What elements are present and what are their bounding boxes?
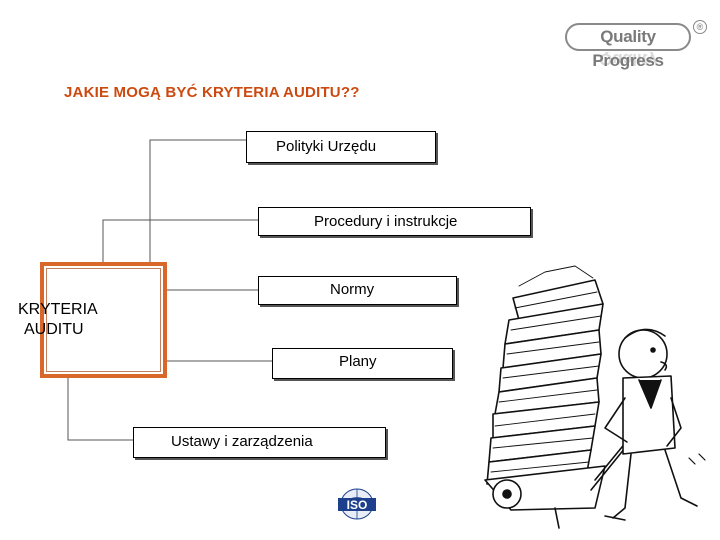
quality-progress-logo: Quality Progress Quality Progress ® [560,16,710,70]
criteria-label: Procedury i instrukcje [314,213,458,230]
criteria-box-ustawy: Ustawy i zarządzenia [133,427,386,458]
iso-logo-text: ISO [347,498,368,512]
connector-procedury [102,219,258,262]
iso-logo: ISO [336,487,378,521]
logo-text: Quality Progress [565,23,691,70]
criteria-main-label: KRYTERIA AUDITU [14,300,124,340]
criteria-label: Polityki Urzędu [276,138,377,155]
criteria-main-box [40,262,167,378]
man-with-paper-wheelbarrow-illustration [484,265,706,529]
main-label-line1: KRYTERIA [18,301,98,318]
criteria-box-normy: Normy [258,276,457,305]
registered-mark: ® [693,20,707,34]
connector-polityki [149,139,260,262]
page-title: JAKIE MOGĄ BYĆ KRYTERIA AUDITU?? [64,84,360,101]
criteria-label: Plany [339,353,377,370]
criteria-box-plany: Plany [272,348,453,379]
criteria-box-procedury: Procedury i instrukcje [258,207,531,236]
criteria-label: Ustawy i zarządzenia [171,433,313,450]
criteria-box-polityki: Polityki Urzędu [246,131,436,163]
main-label-line2: AUDITU [24,321,84,338]
criteria-label: Normy [330,281,375,298]
connector-ustawy [67,378,133,441]
